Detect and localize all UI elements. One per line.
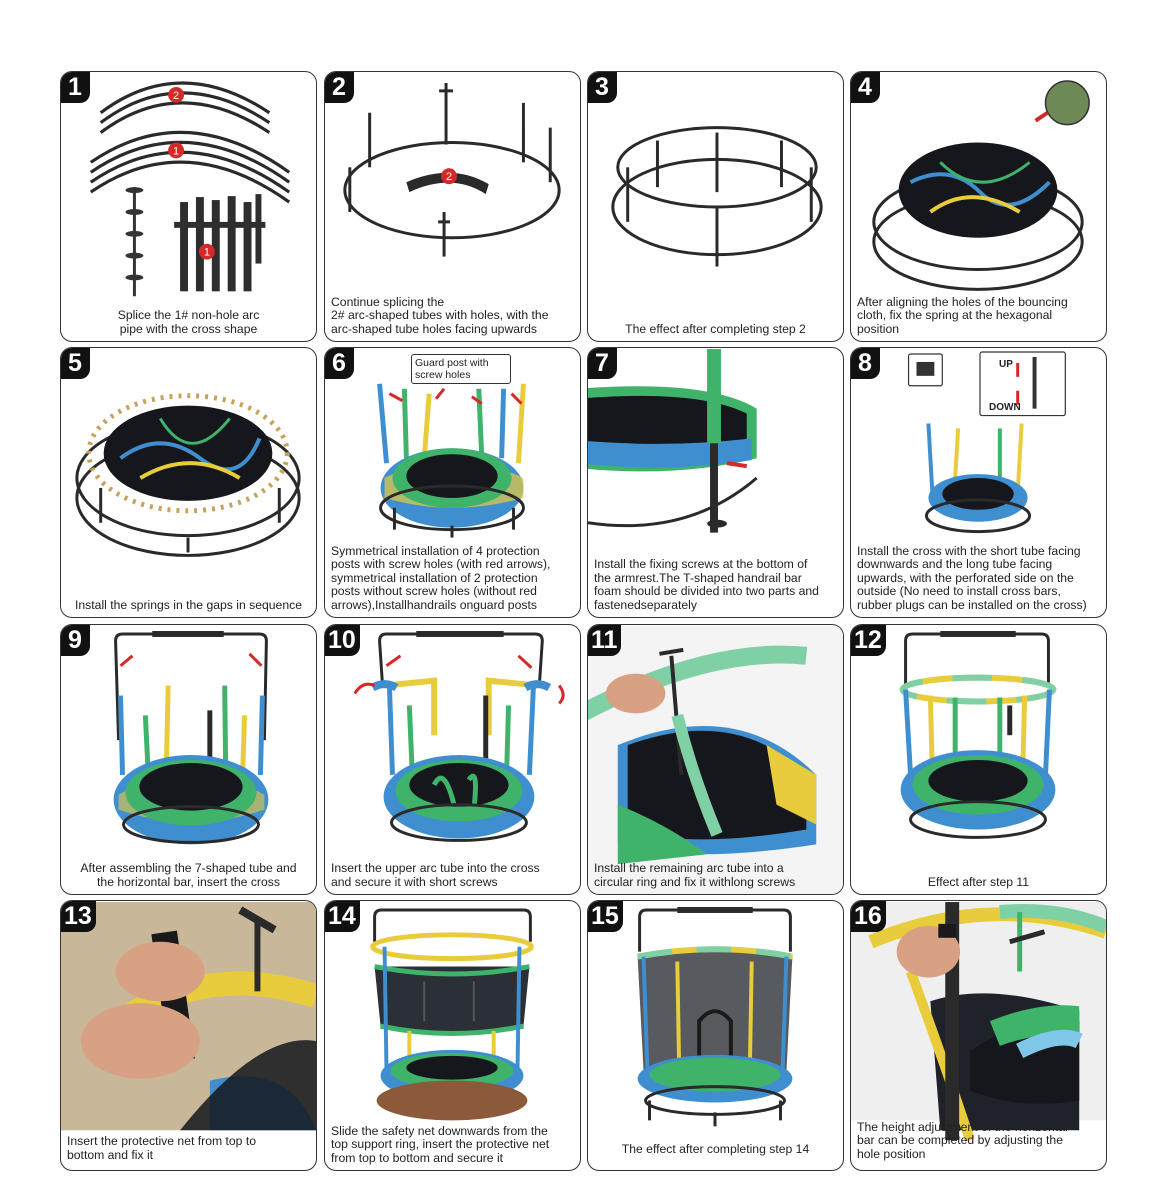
step-panel-14: 14 Slide the safety net downwards from t… <box>324 900 581 1171</box>
step-caption: Insert the upper arc tube into the cross… <box>331 861 540 889</box>
up-label: UP <box>999 359 1013 370</box>
horizontal-bar-adjustment-photo <box>851 902 1106 1142</box>
detail-zoom <box>1044 80 1090 126</box>
step-caption: Slide the safety net downwards from the … <box>331 1123 550 1165</box>
step-number: 16 <box>851 901 886 932</box>
safety-net-sliding-illustration <box>370 908 534 1121</box>
part-badge <box>198 243 215 260</box>
step-panel-15: 15 The effect after completing step 14 <box>587 900 844 1171</box>
step-caption: Symmetrical installation of 4 protection… <box>331 543 551 612</box>
step-number: 8 <box>851 348 880 379</box>
step-number: 5 <box>61 348 90 379</box>
step-caption: After assembling the 7-shaped tube and t… <box>80 861 297 889</box>
step-panel-6: 6 Guard post with screw holes Symmetrica… <box>324 347 581 618</box>
completed-enclosure-frame-illustration <box>899 631 1057 839</box>
completed-trampoline-illustration <box>637 907 793 1127</box>
step-number: 2 <box>325 72 354 103</box>
step-caption: Install the cross with the short tube fa… <box>857 543 1087 612</box>
part-badge <box>168 142 185 159</box>
step-number: 1 <box>61 72 90 103</box>
down-label: DOWN <box>989 402 1021 413</box>
step-panel-1: 1 2 1 1 Splice the 1# non-hole arc pipe … <box>60 71 317 342</box>
step-panel-11: 11 Install the remaining arc tube into a… <box>587 624 844 895</box>
springs-installed-illustration <box>75 393 301 557</box>
step-number: 11 <box>588 625 622 656</box>
step-caption: Install the fixing screws at the bottom … <box>594 557 819 612</box>
step-caption: Splice the 1# non-hole arc pipe with the… <box>117 308 260 336</box>
step-panel-9: 9 After assembling the 7-shaped tube and… <box>60 624 317 895</box>
step-panel-2: 2 2 Continue splicing the 2# arc-shaped … <box>324 71 581 342</box>
step-number: 13 <box>61 901 96 932</box>
part-badge <box>168 86 185 103</box>
net-insertion-photo <box>61 902 316 1131</box>
step-panel-10: 10 Insert the upper arc tube into the cr… <box>324 624 581 895</box>
step-caption: After aligning the holes of the bouncing… <box>857 294 1068 336</box>
step-number: 9 <box>61 625 90 656</box>
frame-with-posts-illustration: 2 <box>343 82 561 257</box>
step-panel-5: 5 Install the springs in the gaps in seq… <box>60 347 317 618</box>
seven-shaped-tube-illustration <box>113 631 269 845</box>
arc-tube-ring-closeup-illustration <box>588 626 843 894</box>
step-number: 12 <box>851 625 886 656</box>
step-caption: Continue splicing the 2# arc-shaped tube… <box>331 294 549 336</box>
part-badge <box>441 168 457 185</box>
step-number: 4 <box>851 72 880 103</box>
step-number: 3 <box>588 72 617 103</box>
svg-text:1: 1 <box>204 247 210 259</box>
step-panel-12: 12 Effect after step 11 <box>850 624 1107 895</box>
completed-frame-illustration <box>611 126 823 267</box>
step-panel-3: 3 The effect after completing step 2 <box>587 71 844 342</box>
step-panel-16: 16 The height adjustment of the horizont… <box>850 900 1107 1171</box>
upper-arc-tube-illustration <box>353 631 565 842</box>
step-caption: The effect after completing step 14 <box>621 1141 810 1156</box>
step-caption: Insert the protective net from top to bo… <box>67 1134 257 1162</box>
step-number: 15 <box>588 901 623 932</box>
arc-pipes-and-cross-illustration: 2 1 1 <box>89 81 291 297</box>
step-caption: Effect after step 11 <box>927 874 1030 889</box>
guard-post-callout: Guard post with screw holes <box>411 354 511 384</box>
step-panel-7: 7 Install the fixing screws at the botto… <box>587 347 844 618</box>
cross-orientation-illustration <box>907 351 1066 534</box>
step-number: 6 <box>325 348 354 379</box>
step-caption: The effect after completing step 2 <box>625 321 806 336</box>
svg-text:1: 1 <box>173 145 179 157</box>
step-caption: Install the remaining arc tube into a ci… <box>594 861 796 889</box>
step-panel-4: 4 After aligning the holes of the bounci… <box>850 71 1107 342</box>
step-caption: The height adjustment of the horizontal … <box>857 1119 1068 1161</box>
step-number: 7 <box>588 348 617 379</box>
svg-text:2: 2 <box>173 90 179 102</box>
mat-spring-fixing-illustration <box>872 80 1090 291</box>
step-panel-13: 13 Insert the protective net from top to… <box>60 900 317 1171</box>
svg-text:2: 2 <box>446 171 452 183</box>
step-number: 14 <box>325 901 360 932</box>
armrest-screw-closeup-illustration <box>588 349 758 533</box>
step-caption: Install the springs in the gaps in seque… <box>75 597 302 612</box>
protection-posts-illustration <box>377 383 526 538</box>
step-number: 10 <box>325 625 360 656</box>
step-panel-8: 8 UP DOWN Install the cross with the sho… <box>850 347 1107 618</box>
